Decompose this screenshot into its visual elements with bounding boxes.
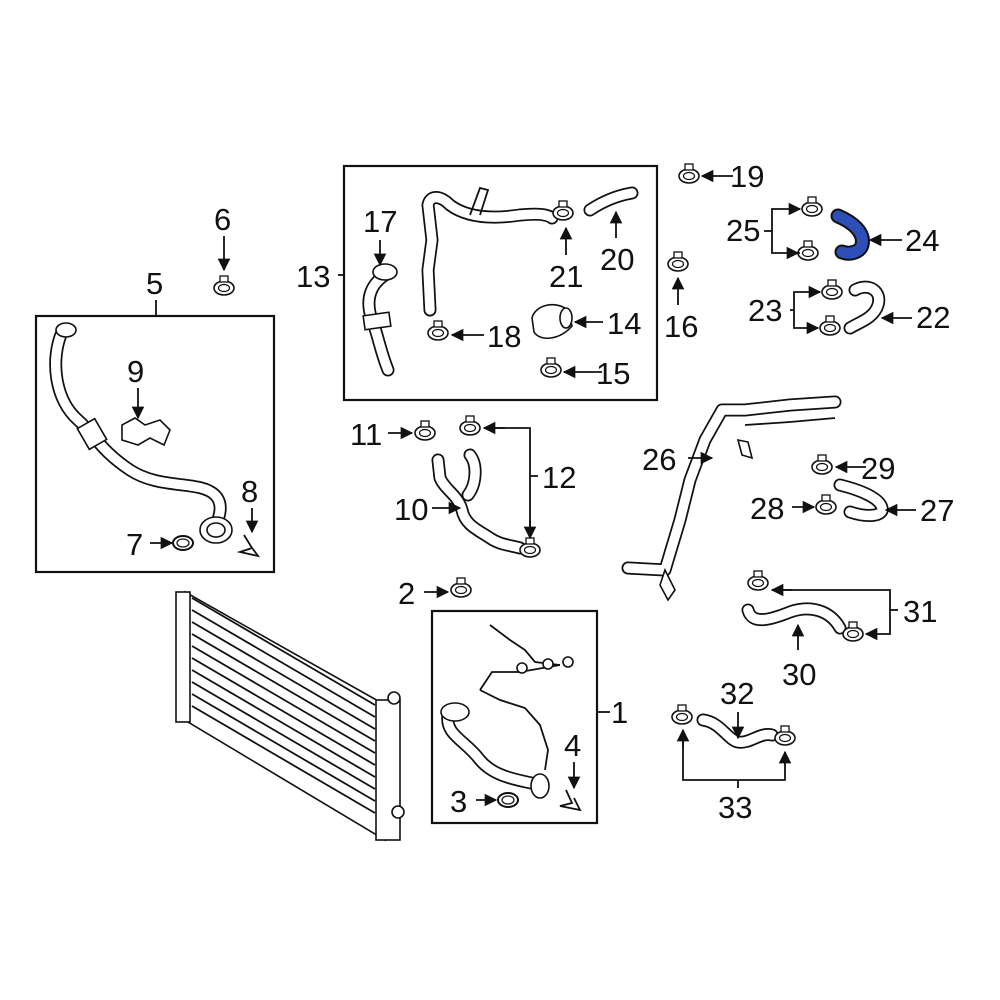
- clip-4: [559, 789, 582, 812]
- hose-20: [583, 186, 639, 217]
- hose-24-fill: [832, 210, 868, 259]
- callout-2: 2: [398, 576, 415, 611]
- callout-3: 3: [450, 784, 467, 819]
- callout-16: 16: [664, 309, 698, 344]
- clamp-19: [678, 163, 700, 184]
- callout-1: 1: [611, 695, 628, 730]
- clamp-29: [811, 454, 833, 475]
- clamp-23-lower: [819, 315, 841, 336]
- bracket-9: [121, 417, 171, 447]
- leader-lines: [131, 169, 916, 807]
- callout-27: 27: [920, 493, 954, 528]
- callout-30: 30: [782, 657, 816, 692]
- clamp-33-left: [671, 704, 693, 725]
- callout-32: 32: [720, 676, 754, 711]
- group-box-13: [342, 164, 659, 402]
- pipe-26: [621, 395, 842, 602]
- callout-17: 17: [363, 204, 397, 239]
- callout-13: 13: [296, 259, 330, 294]
- callout-20: 20: [600, 242, 634, 277]
- callout-22: 22: [916, 300, 950, 335]
- clamp-18: [427, 320, 449, 341]
- clamp-15: [540, 357, 562, 378]
- callout-15: 15: [596, 356, 630, 391]
- callout-14: 14: [607, 306, 641, 341]
- clamp-21: [552, 200, 574, 221]
- clamp-12-upper: [459, 415, 481, 436]
- callout-12: 12: [542, 460, 576, 495]
- clamp-11: [414, 420, 436, 441]
- callout-28: 28: [750, 491, 784, 526]
- hose-30: [741, 602, 847, 635]
- callout-19: 19: [730, 159, 764, 194]
- callout-31: 31: [903, 594, 937, 629]
- o-ring-7: [172, 535, 194, 551]
- callout-23: 23: [748, 293, 782, 328]
- callout-9: 9: [127, 354, 144, 389]
- callout-4: 4: [564, 728, 581, 763]
- clamp-31-upper: [747, 570, 769, 591]
- callout-24: 24: [905, 223, 939, 258]
- clamp-23-upper: [821, 279, 843, 300]
- hose-27: [833, 478, 889, 522]
- hose-17: [362, 263, 398, 377]
- callout-26: 26: [642, 442, 676, 477]
- hose-24-highlighted: [830, 208, 870, 261]
- clamp-16: [667, 251, 689, 272]
- o-ring-3: [497, 792, 519, 808]
- clamp-33-right: [774, 725, 796, 746]
- connector-14: [531, 303, 573, 339]
- clamp-31-lower: [842, 621, 864, 642]
- clamp-12-lower: [519, 537, 541, 558]
- radiator: [175, 590, 405, 842]
- clamp-6: [213, 275, 235, 296]
- callout-25: 25: [726, 213, 760, 248]
- callout-10: 10: [394, 492, 428, 527]
- pipe-13: [421, 186, 559, 317]
- group-box-1: [430, 609, 599, 825]
- callout-labels: 1 2 3 4 5 6 7 8 9 10 11 12 13 14 15 16 1…: [126, 159, 954, 825]
- callout-21: 21: [549, 259, 583, 294]
- clamp-2: [450, 577, 472, 598]
- clamp-28: [815, 494, 837, 515]
- hose-10: [431, 448, 527, 555]
- callout-11: 11: [350, 417, 382, 452]
- callout-6: 6: [214, 202, 231, 237]
- clamp-25-upper: [801, 196, 823, 217]
- coolant-hose-assembly-5: [49, 322, 233, 544]
- clip-8: [236, 534, 261, 558]
- callout-33: 33: [718, 790, 752, 825]
- hose-22: [843, 280, 886, 335]
- callout-18: 18: [487, 319, 521, 354]
- hose-assembly-1: [440, 624, 574, 799]
- callout-8: 8: [241, 474, 258, 509]
- callout-29: 29: [861, 451, 895, 486]
- group-box-5: [34, 314, 276, 574]
- hose-32: [696, 713, 779, 749]
- callout-5: 5: [146, 266, 163, 301]
- clamp-25-lower: [797, 240, 819, 261]
- callout-7: 7: [126, 527, 143, 562]
